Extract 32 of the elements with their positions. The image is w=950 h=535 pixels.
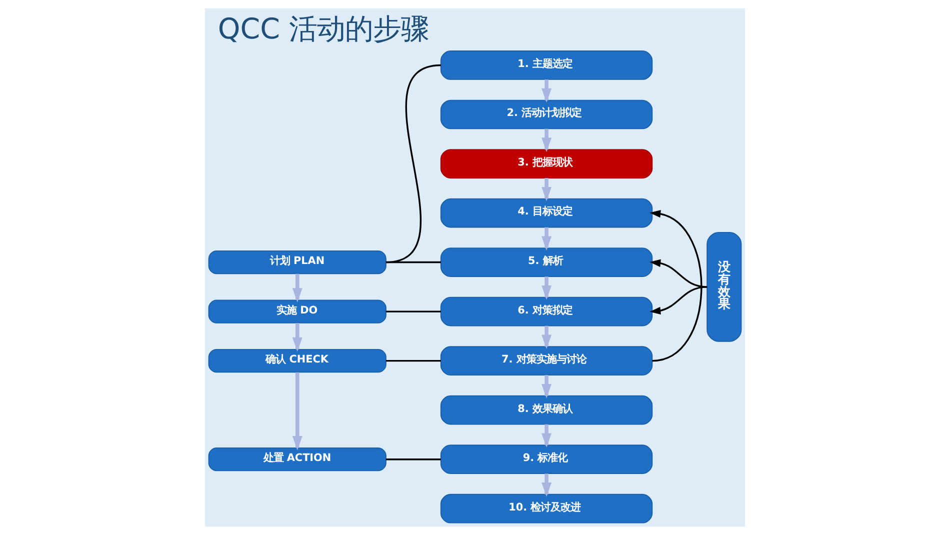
connector: [386, 360, 441, 362]
arrow: [542, 424, 552, 448]
connector: [386, 310, 441, 312]
node-box: 4. 目标设定: [440, 198, 653, 228]
node-box: 实施 DO: [208, 300, 386, 324]
connector: [386, 458, 441, 460]
connector: [386, 261, 441, 264]
arrow: [542, 178, 552, 202]
arrow: [542, 474, 552, 497]
node-box: 8. 效果确认: [440, 395, 653, 425]
arrow: [292, 323, 302, 352]
connector: [386, 64, 442, 264]
arrow: [650, 210, 702, 362]
node-box: 3. 把握现状: [440, 149, 653, 178]
node-box: 7. 对策实施与讨论: [440, 346, 653, 376]
node-box: 5. 解析: [440, 248, 653, 277]
node-box: 没有效果: [706, 232, 742, 342]
diagram-title: QCC 活动的步骤: [218, 12, 429, 46]
arrow: [292, 372, 302, 450]
arrow: [650, 286, 708, 315]
node-box: 1. 主题选定: [440, 50, 653, 80]
node-box: 10. 检讨及改进: [440, 494, 653, 524]
node-box: 计划 PLAN: [208, 250, 386, 274]
node-box: 6. 对策拟定: [440, 296, 653, 326]
arrow: [542, 79, 552, 103]
arrow: [542, 375, 552, 398]
node-box: 9. 标准化: [440, 444, 653, 474]
node-box: 2. 活动计划拟定: [440, 100, 653, 130]
arrow: [292, 274, 302, 302]
node-box: 确认 CHECK: [208, 348, 386, 373]
node-box: 处置 ACTION: [208, 448, 386, 472]
arrow: [542, 276, 552, 300]
